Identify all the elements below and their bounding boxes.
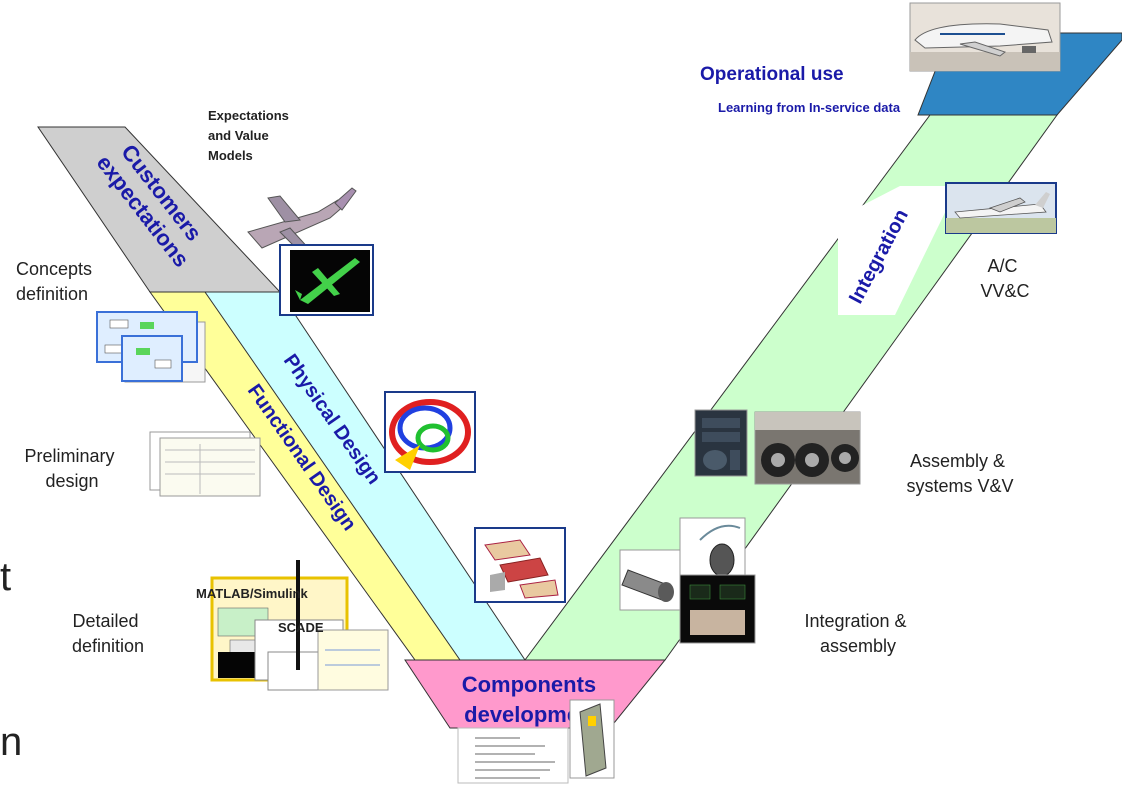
exploded-parts-image xyxy=(474,527,566,603)
expectations-value-models-label: Expectations and Value Models xyxy=(208,108,293,163)
edge-fragment-n: n xyxy=(0,720,22,764)
airliner-takeoff-icon xyxy=(945,182,1057,234)
operational-use-title: Operational use xyxy=(700,64,844,85)
matlab-simulink-label: MATLAB/Simulink xyxy=(196,586,308,601)
preliminary-design-screens xyxy=(149,431,261,497)
cockpit-panel-icon xyxy=(694,409,748,477)
electronic-unit-icon xyxy=(569,699,615,779)
cfd-simulation-image xyxy=(384,391,476,473)
detailed-definition-label: Detailed definition xyxy=(72,611,144,656)
engine-part-icon xyxy=(619,517,746,611)
preliminary-design-label: Preliminary design xyxy=(24,446,119,491)
detailed-definition-screens xyxy=(210,560,389,691)
assembly-systems-vv-label: Assembly & systems V&V xyxy=(906,451,1013,496)
airliner-icon xyxy=(909,2,1061,72)
landing-gear-icon xyxy=(754,411,861,485)
code-listing-icon xyxy=(457,727,569,784)
integration-label-box xyxy=(838,186,958,315)
scade-label: SCADE xyxy=(278,620,324,635)
concepts-diagram-screens xyxy=(96,311,206,383)
concepts-definition-label: Concepts definition xyxy=(16,259,97,304)
operational-use-subtitle: Learning from In-service data xyxy=(718,100,901,115)
ac-vvc-label: A/C VV&C xyxy=(980,256,1029,301)
green-aircraft-screen xyxy=(279,244,374,316)
integration-assembly-label: Integration & assembly xyxy=(804,611,911,656)
cockpit-display-icon xyxy=(679,574,756,644)
edge-fragment-t: t xyxy=(0,555,11,599)
